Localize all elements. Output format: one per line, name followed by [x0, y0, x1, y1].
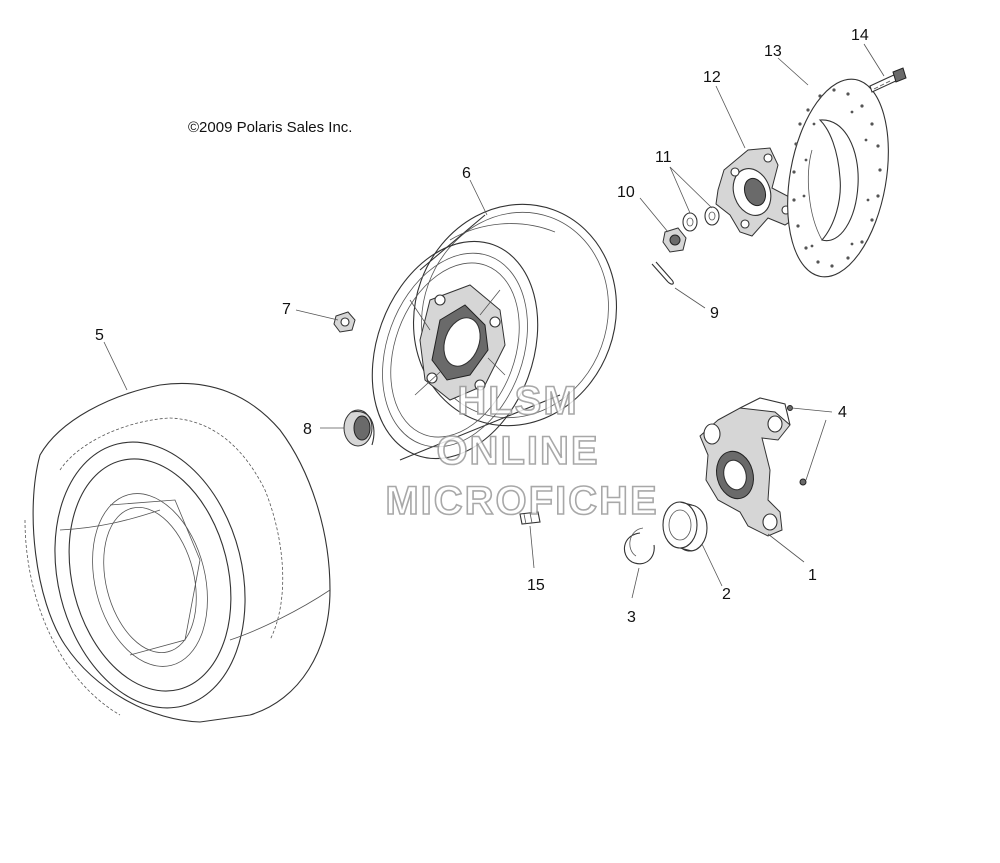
watermark-line-3: MICROFICHE	[385, 479, 658, 523]
stud-part-15[interactable]	[519, 511, 541, 525]
tire-part-5[interactable]	[24, 382, 331, 728]
bearing-part-2[interactable]	[662, 501, 708, 552]
disc-vent-holes	[792, 88, 882, 268]
callout-8: 8	[303, 421, 312, 438]
hub-part-12[interactable]	[715, 147, 801, 237]
callout-3: 3	[627, 609, 636, 626]
knuckle-part-1[interactable]	[699, 397, 791, 537]
watermark: HLSM ONLINE MICROFICHE	[385, 378, 658, 524]
callout-5: 5	[95, 327, 104, 344]
hub-nut-part-10[interactable]	[662, 227, 687, 253]
callout-1: 1	[808, 567, 817, 584]
watermark-line-1: HLSM	[457, 379, 578, 423]
callout-9: 9	[710, 305, 719, 322]
callout-11: 11	[655, 149, 672, 166]
callout-15: 15	[527, 577, 545, 594]
callout-numbers: 1 2 3 4 5 6 7 8 9 10 11 12 13 14 15	[95, 27, 869, 626]
callout-6: 6	[462, 165, 471, 182]
leader-lines	[103, 43, 885, 599]
brake-disc-part-13[interactable]	[773, 71, 902, 285]
callout-4: 4	[838, 404, 847, 421]
callout-12: 12	[703, 69, 721, 86]
washer-part-11[interactable]	[682, 206, 720, 232]
wheel-part-6[interactable]	[343, 176, 647, 482]
callout-2: 2	[722, 586, 731, 603]
copyright-text: ©2009 Polaris Sales Inc.	[188, 119, 352, 136]
fitting-part-4[interactable]	[787, 405, 807, 486]
cotter-pin-part-9[interactable]	[651, 261, 674, 285]
center-cap-part-8[interactable]	[343, 409, 375, 447]
callout-10: 10	[617, 184, 635, 201]
snap-ring-part-3[interactable]	[623, 527, 655, 565]
lug-nut-part-7[interactable]	[333, 311, 356, 333]
bolt-part-14[interactable]	[869, 67, 907, 93]
callout-14: 14	[851, 27, 869, 44]
watermark-line-2: ONLINE	[436, 429, 599, 473]
callout-7: 7	[282, 301, 291, 318]
callout-13: 13	[764, 43, 782, 60]
